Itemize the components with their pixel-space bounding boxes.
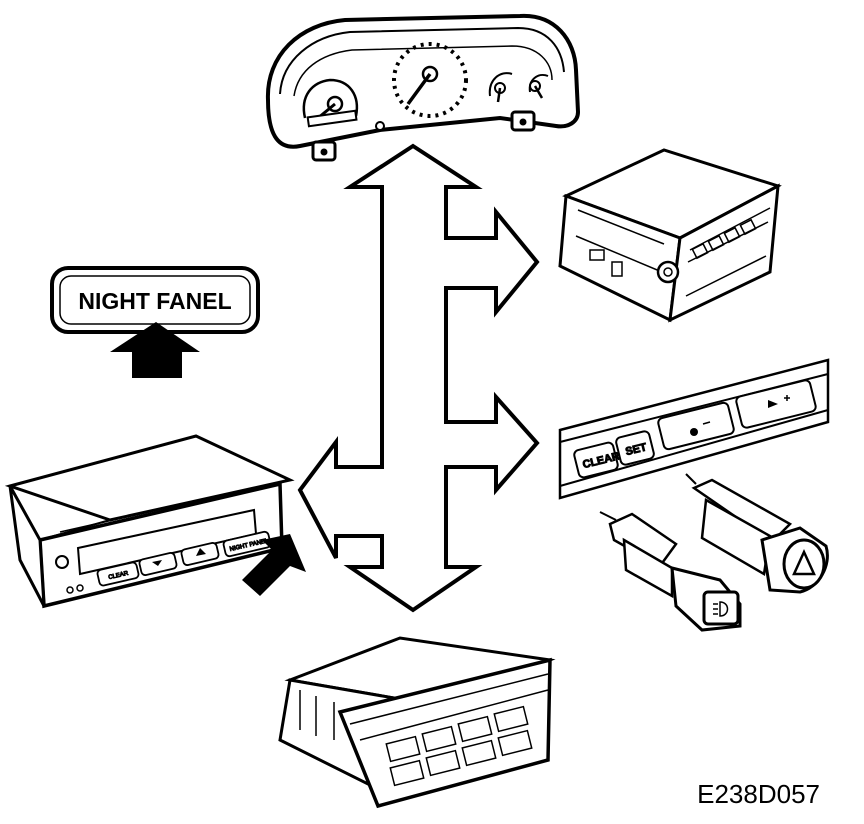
set-button[interactable]	[615, 430, 655, 466]
cruise-control-panel: CLEAR SET	[558, 358, 830, 500]
information-display-unit: CLEAR NIGHT PANEL	[4, 434, 306, 609]
arrow-up-icon	[110, 322, 200, 378]
decel-button[interactable]	[657, 401, 735, 451]
clear-button[interactable]	[573, 441, 619, 479]
hazard-triangle-icon	[792, 548, 816, 576]
cluster-lens-line	[293, 45, 553, 97]
diagram-reference-id: E238D057	[697, 779, 820, 809]
display-sensor	[55, 555, 69, 569]
instrument-cluster	[265, 13, 581, 162]
arrow-diagonal-icon	[242, 534, 306, 596]
signal-distribution-arrows	[297, 143, 540, 613]
night-panel-label: NIGHT FANEL	[78, 288, 231, 314]
cluster-hood-line	[279, 26, 565, 95]
gauge-speedometer	[392, 42, 468, 118]
fog-light-icon	[713, 601, 729, 617]
audio-unit	[558, 148, 782, 323]
central-bus-arrow	[297, 143, 540, 613]
display-clear-label: CLEAR	[108, 571, 129, 581]
hazard-switch	[685, 473, 829, 594]
display-clear-button[interactable]	[96, 561, 140, 587]
gauge-right-pair	[488, 72, 549, 103]
climate-front-face	[337, 657, 552, 809]
display-side-face	[8, 485, 46, 607]
set-button-label: SET	[624, 441, 648, 458]
gauge-left	[302, 78, 359, 128]
fog-light-button-face[interactable]	[702, 590, 740, 626]
climate-control-unit	[278, 636, 556, 809]
display-top-face	[4, 434, 295, 522]
night-panel-callout: NIGHT FANEL	[50, 266, 260, 378]
fog-light-switch	[599, 511, 742, 632]
